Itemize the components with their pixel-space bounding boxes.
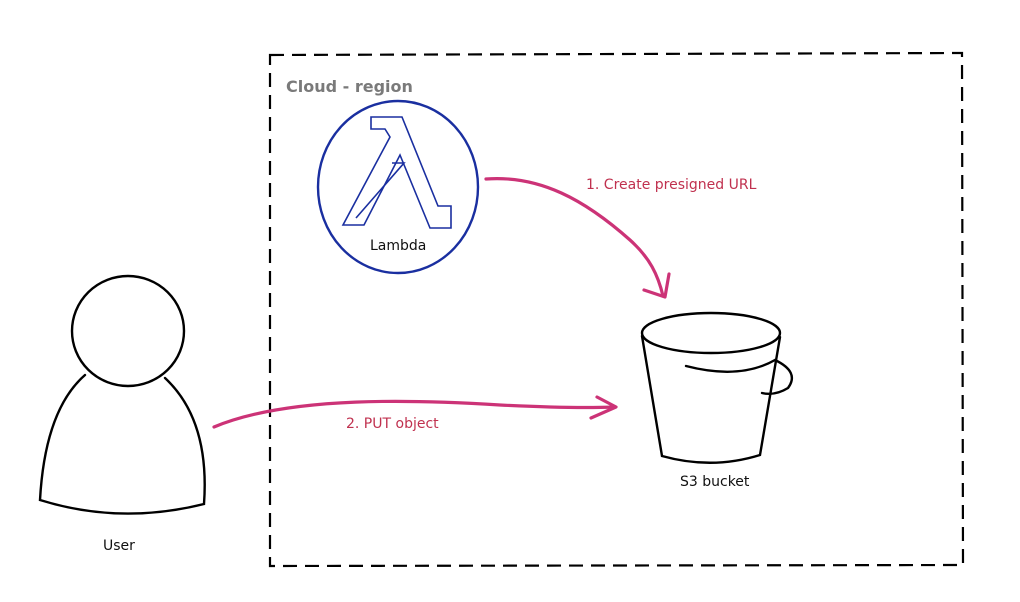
cloud-region: Cloud - region: [268, 51, 965, 568]
lambda-circle: [316, 99, 480, 275]
edge-presign-arrowhead: [642, 272, 671, 299]
edge-put-label: 2. PUT object: [346, 416, 439, 432]
bucket-handle: [684, 358, 793, 396]
user-label: User: [103, 538, 135, 554]
user-node: User: [38, 274, 206, 554]
lambda-icon: [341, 116, 452, 229]
edge-put-arrowhead: [589, 395, 618, 420]
region-label: Cloud - region: [286, 77, 413, 96]
user-icon: [38, 274, 206, 515]
edge-presign-label: 1. Create presigned URL: [586, 177, 757, 193]
lambda-label: Lambda: [370, 238, 426, 254]
user-head: [70, 274, 186, 388]
region-boundary: [268, 51, 965, 568]
user-body: [38, 373, 206, 515]
bucket-node: S3 bucket: [640, 311, 793, 490]
lambda-node: Lambda: [316, 99, 480, 275]
edge-create-presigned-url: 1. Create presigned URL: [484, 176, 757, 299]
bucket-icon: [640, 311, 793, 464]
bucket-label: S3 bucket: [680, 474, 750, 490]
edge-presign-line: [484, 176, 665, 298]
bucket-body: [640, 334, 782, 464]
bucket-rim: [640, 311, 782, 355]
edge-put-line: [212, 399, 616, 429]
edge-put-object: 2. PUT object: [212, 395, 618, 432]
